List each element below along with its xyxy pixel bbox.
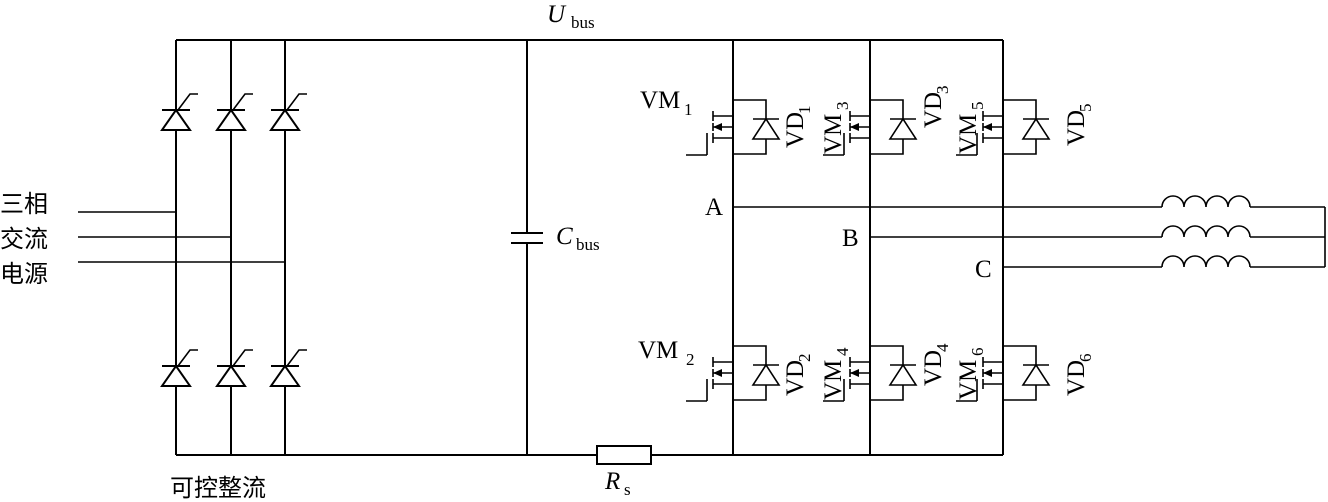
vd3-subscript: 3: [933, 86, 952, 95]
thyristor-upper-3: [269, 93, 307, 131]
dc-link-capacitor: [511, 40, 543, 455]
switch-vm1-cell: [686, 99, 781, 156]
ubus-label: U: [547, 1, 567, 28]
motor-winding-a: [1161, 195, 1251, 208]
rs-label: R: [604, 468, 620, 495]
motor-winding-b: [1161, 225, 1251, 238]
vm3-label: VM: [820, 114, 847, 154]
vd3-label: VD: [920, 92, 947, 128]
vm4-subscript: 4: [833, 347, 852, 356]
thyristor-upper-2: [215, 93, 253, 131]
vd5-subscript: 5: [1076, 104, 1095, 113]
node-b-label: B: [842, 225, 859, 252]
vm1-subscript: 1: [684, 100, 693, 119]
vd6-subscript: 6: [1076, 354, 1095, 363]
cbus-label: C: [556, 223, 573, 250]
input-label-line3: 电源: [0, 260, 48, 288]
switch-vm3-cell: [823, 99, 918, 156]
input-label-line2: 交流: [0, 225, 48, 253]
vm2-subscript: 2: [686, 350, 695, 369]
thyristor-upper-1: [160, 93, 198, 131]
vm5-label: VM: [955, 114, 982, 154]
vd5-label: VD: [1063, 110, 1090, 146]
vm1-label: VM: [640, 87, 680, 114]
node-a-label: A: [705, 194, 723, 221]
rectifier-label: 可控整流: [170, 474, 266, 502]
thyristor-lower-2: [215, 349, 253, 387]
vm6-subscript: 6: [968, 348, 987, 357]
rectifier-bridge: [160, 40, 307, 455]
vd2-label: VD: [782, 360, 809, 396]
switch-vm6-cell: [956, 345, 1051, 402]
switch-vm4-cell: [823, 345, 918, 402]
vm3-subscript: 3: [833, 102, 852, 111]
vd2-subscript: 2: [795, 354, 814, 363]
vm5-subscript: 5: [968, 102, 987, 111]
switch-vm2-cell: [686, 345, 781, 402]
vd1-label: VD: [782, 112, 809, 148]
cbus-subscript: bus: [576, 235, 600, 254]
vd4-label: VD: [920, 350, 947, 386]
switch-vm5-cell: [956, 99, 1051, 156]
vm4-label: VM: [820, 360, 847, 400]
input-label-line1: 三相: [0, 190, 48, 218]
vd6-label: VD: [1063, 360, 1090, 396]
thyristor-lower-1: [160, 349, 198, 387]
vd1-subscript: 1: [795, 106, 814, 115]
motor-winding-c: [1161, 255, 1251, 268]
thyristor-lower-3: [269, 349, 307, 387]
node-c-label: C: [975, 256, 992, 283]
vm6-label: VM: [955, 360, 982, 400]
vm2-label: VM: [638, 337, 678, 364]
vd4-subscript: 4: [933, 343, 952, 352]
rs-subscript: s: [624, 480, 631, 499]
shunt-resistor: [596, 445, 652, 465]
ubus-subscript: bus: [571, 13, 595, 32]
